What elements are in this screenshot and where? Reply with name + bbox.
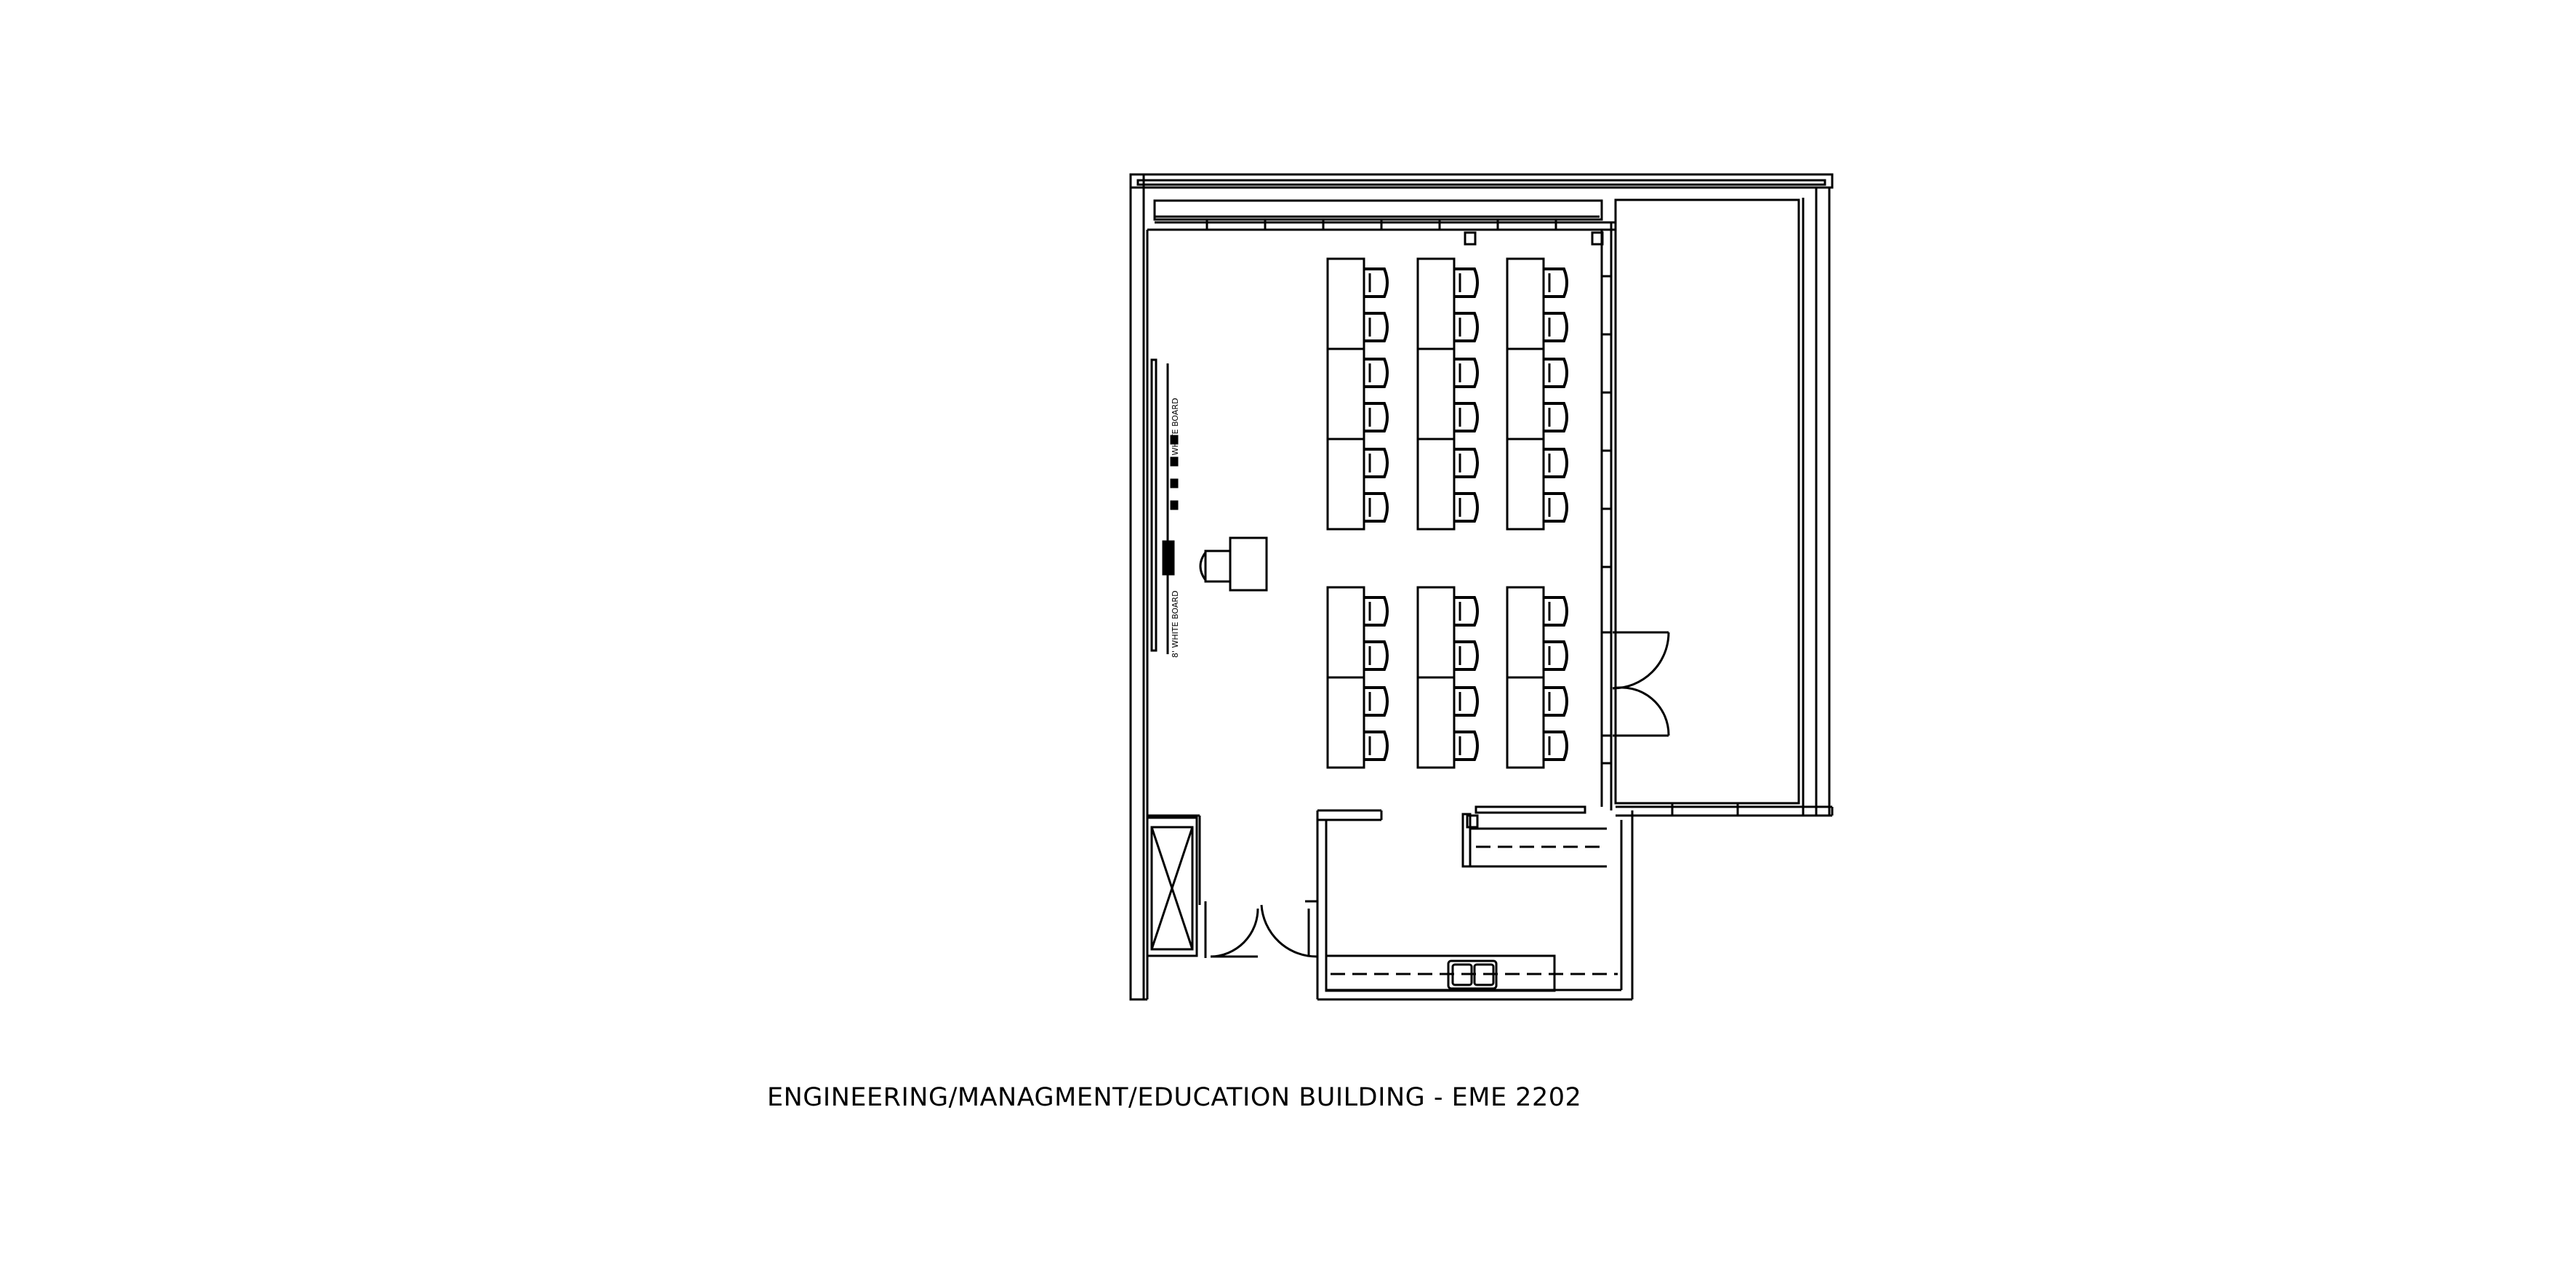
chair-icon (1454, 686, 1479, 717)
table-icon (1506, 586, 1545, 679)
desk-layout (1326, 257, 1568, 769)
plan-lines (1129, 173, 1834, 1001)
chair-icon (1544, 492, 1568, 523)
chair-icon (1544, 686, 1568, 717)
table-icon (1506, 347, 1545, 440)
chair-icon (1454, 730, 1479, 761)
chair-icon (1544, 448, 1568, 478)
chair-icon (1454, 492, 1479, 523)
chair-icon (1454, 267, 1479, 298)
table-icon (1416, 676, 1456, 769)
chair-icon (1454, 358, 1479, 388)
outer-walls (1129, 173, 1834, 1001)
chair-icon (1544, 596, 1568, 627)
chair-icon (1544, 267, 1568, 298)
chair-icon (1454, 402, 1479, 432)
chair-icon (1544, 402, 1568, 432)
chair-icon (1364, 267, 1389, 298)
instructor-desk-icon (1199, 536, 1268, 592)
table-icon (1326, 586, 1365, 679)
door-swing-icon (1612, 631, 1670, 737)
table-icon (1506, 676, 1545, 769)
chair-icon (1454, 448, 1479, 478)
chair-icon (1364, 358, 1389, 388)
chair-icon (1544, 312, 1568, 342)
whiteboard-label-bottom: 8' WHITE BOARD (1171, 590, 1180, 658)
table-icon (1416, 257, 1456, 350)
chair-icon (1454, 596, 1479, 627)
table-icon (1326, 676, 1365, 769)
table-icon (1326, 438, 1365, 531)
table-icon (1416, 586, 1456, 679)
table-icon (1416, 347, 1456, 440)
chair-icon (1364, 730, 1389, 761)
door-swing-icon (1210, 900, 1318, 958)
chair-icon (1544, 730, 1568, 761)
sink-icon (1447, 959, 1498, 990)
chair-icon (1364, 686, 1389, 717)
table-icon (1326, 257, 1365, 350)
table-icon (1506, 438, 1545, 531)
whiteboard-label-top: 8' WHITE BOARD (1171, 398, 1180, 465)
chair-icon (1364, 492, 1389, 523)
table-icon (1506, 257, 1545, 350)
table-icon (1416, 438, 1456, 531)
chair-icon (1454, 640, 1479, 671)
chair-icon (1364, 640, 1389, 671)
chair-icon (1454, 312, 1479, 342)
chair-icon (1544, 640, 1568, 671)
chair-icon (1544, 358, 1568, 388)
table-icon (1326, 347, 1365, 440)
chair-icon (1364, 596, 1389, 627)
chair-icon (1364, 312, 1389, 342)
chair-icon (1364, 402, 1389, 432)
whiteboard (1150, 358, 1179, 654)
storage-cabinet-icon (1146, 814, 1207, 958)
chair-icon (1364, 448, 1389, 478)
drawing-caption: ENGINEERING/MANAGMENT/EDUCATION BUILDING… (767, 1083, 1582, 1112)
